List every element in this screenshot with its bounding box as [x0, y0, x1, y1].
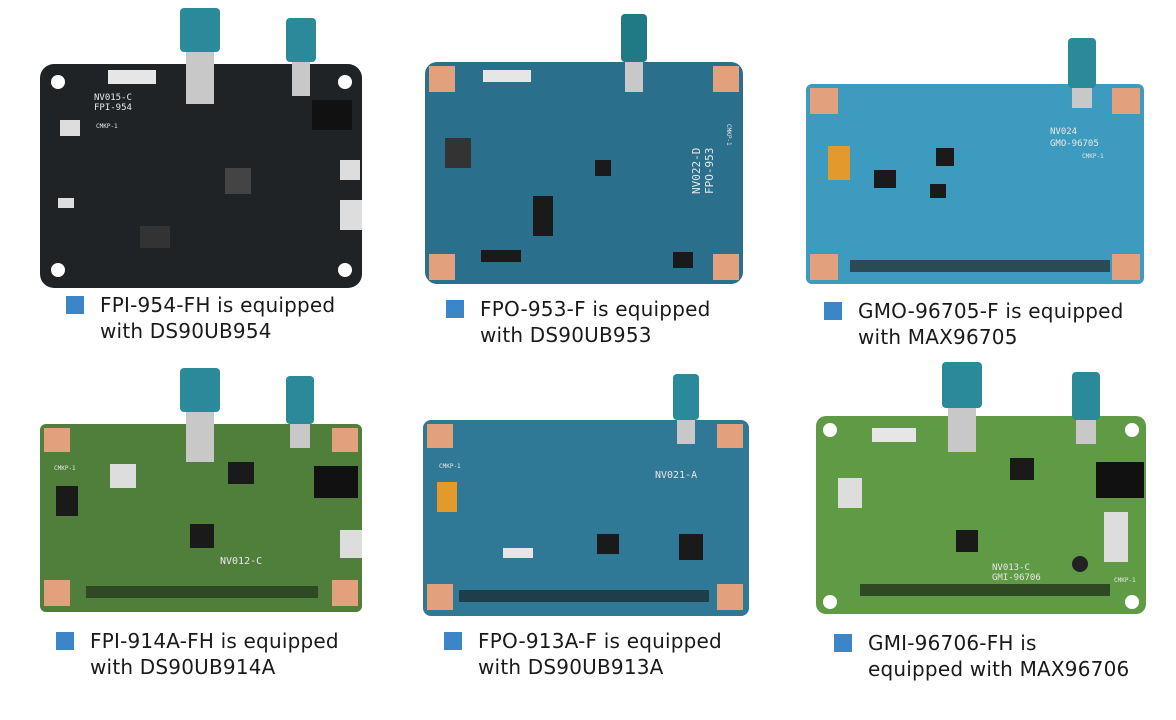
- bullet-square: [56, 632, 74, 650]
- silkscreen-model: NV024: [1050, 127, 1077, 137]
- caption-line: equipped with MAX96706: [868, 657, 1130, 681]
- bullet-square: [834, 634, 852, 652]
- silkscreen-model: NV013-C: [992, 563, 1030, 573]
- caption-line: with DS90UB953: [480, 323, 652, 347]
- silkscreen-model: GMI-96706: [992, 573, 1041, 583]
- silkscreen-model: NV022-D: [690, 148, 703, 194]
- caption-line: GMI-96706-FH is: [868, 631, 1037, 655]
- silkscreen-label: CMKP-1: [1114, 577, 1136, 584]
- board-caption: FPI-954-FH is equipped with DS90UB954: [66, 292, 335, 344]
- caption-line: with MAX96705: [858, 325, 1018, 349]
- board-photo-fpo-953: NV022-D FPO-953 CMKP-1: [425, 14, 745, 286]
- board-photo-gmo-96705: NV024 GMO-96705 CMKP-1: [806, 38, 1146, 288]
- silkscreen-model: GMO-96705: [1050, 139, 1099, 149]
- caption-line: FPO-953-F is equipped: [480, 297, 711, 321]
- board-caption: GMO-96705-F is equipped with MAX96705: [824, 298, 1124, 350]
- board-caption: GMI-96706-FH is equipped with MAX96706: [834, 630, 1129, 682]
- caption-line: GMO-96705-F is equipped: [858, 299, 1124, 323]
- silkscreen-model: NV012-C: [220, 556, 262, 567]
- board-photo-fpi-914a: NV012-C CMKP-1: [40, 368, 365, 614]
- silkscreen-model: NV021-A: [655, 470, 697, 481]
- bullet-square: [824, 302, 842, 320]
- silkscreen-label: CMKP-1: [96, 123, 118, 130]
- silkscreen-model: NV015-C: [94, 93, 132, 103]
- board-photo-gmi-96706: NV013-C GMI-96706 CMKP-1: [816, 362, 1148, 618]
- silkscreen-label: CMKP-1: [725, 124, 732, 146]
- bullet-square: [444, 632, 462, 650]
- caption-line: FPO-913A-F is equipped: [478, 629, 722, 653]
- silkscreen-label: CMKP-1: [1082, 153, 1104, 160]
- caption-line: FPI-954-FH is equipped: [100, 293, 336, 317]
- bullet-square: [66, 296, 84, 314]
- board-caption: FPI-914A-FH is equipped with DS90UB914A: [56, 628, 339, 680]
- board-photo-fpo-913a: NV021-A CMKP-1: [423, 374, 753, 620]
- caption-line: with DS90UB913A: [478, 655, 664, 679]
- silkscreen-label: CMKP-1: [54, 465, 76, 472]
- caption-line: FPI-914A-FH is equipped: [90, 629, 339, 653]
- board-photo-fpi-954: NV015-C FPI-954 CMKP-1: [40, 8, 365, 290]
- bullet-square: [446, 300, 464, 318]
- silkscreen-label: CMKP-1: [439, 463, 461, 470]
- caption-line: with DS90UB954: [100, 319, 272, 343]
- board-caption: FPO-913A-F is equipped with DS90UB913A: [444, 628, 722, 680]
- silkscreen-model: FPO-953: [703, 148, 716, 194]
- board-caption: FPO-953-F is equipped with DS90UB953: [446, 296, 711, 348]
- caption-line: with DS90UB914A: [90, 655, 276, 679]
- silkscreen-model: FPI-954: [94, 103, 132, 113]
